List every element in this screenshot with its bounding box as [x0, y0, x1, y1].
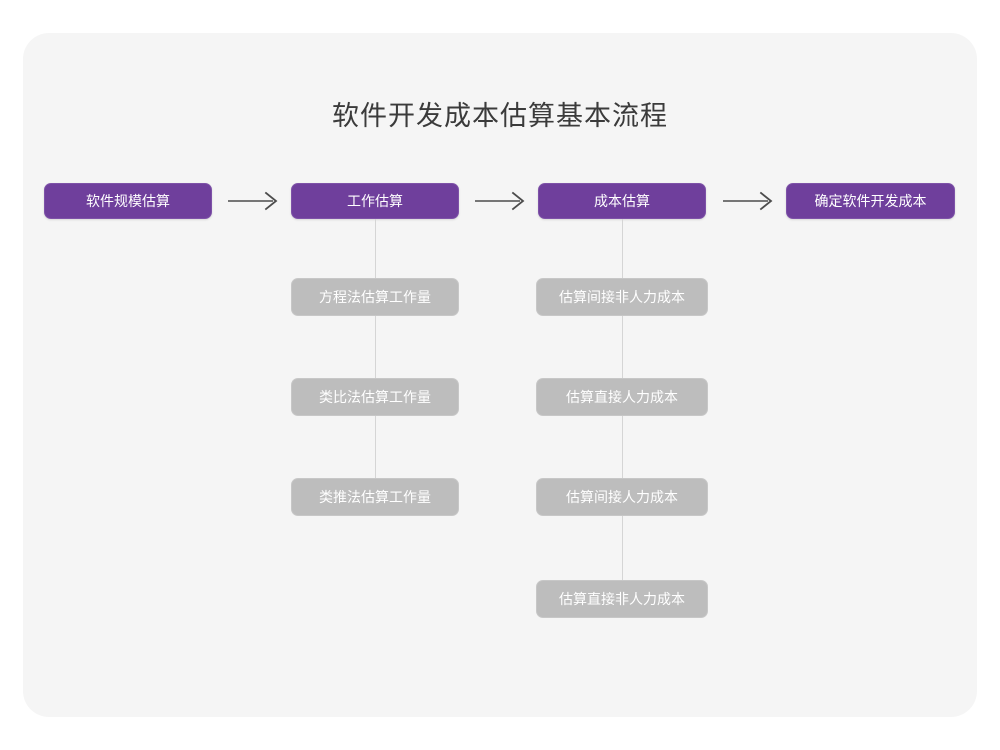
substep-box-analogy-method-workload[interactable]: 类比法估算工作量 [291, 378, 459, 416]
stage-box-software-size-estimation[interactable]: 软件规模估算 [44, 183, 212, 219]
connector-line-left-1 [375, 219, 376, 278]
stage-box-determine-development-cost[interactable]: 确定软件开发成本 [786, 183, 955, 219]
substep-box-equation-method-workload[interactable]: 方程法估算工作量 [291, 278, 459, 316]
stage-box-cost-estimation[interactable]: 成本估算 [538, 183, 706, 219]
page-title: 软件开发成本估算基本流程 [332, 101, 668, 131]
connector-line-right-2 [622, 316, 623, 378]
connector-line-left-3 [375, 416, 376, 478]
diagram-card [23, 33, 977, 717]
substep-box-indirect-labor-cost[interactable]: 估算间接人力成本 [536, 478, 708, 516]
substep-box-direct-nonlabor-cost[interactable]: 估算直接非人力成本 [536, 580, 708, 618]
arrow-right-icon-2 [473, 188, 529, 214]
arrow-right-icon-3 [721, 188, 777, 214]
connector-line-right-1 [622, 219, 623, 278]
substep-box-direct-labor-cost[interactable]: 估算直接人力成本 [536, 378, 708, 416]
substep-box-indirect-nonlabor-cost[interactable]: 估算间接非人力成本 [536, 278, 708, 316]
stage-box-work-estimation[interactable]: 工作估算 [291, 183, 459, 219]
connector-line-left-2 [375, 316, 376, 378]
connector-line-right-3 [622, 416, 623, 478]
connector-line-right-4 [622, 516, 623, 580]
arrow-right-icon-1 [226, 188, 282, 214]
substep-box-analogical-inference-workload[interactable]: 类推法估算工作量 [291, 478, 459, 516]
